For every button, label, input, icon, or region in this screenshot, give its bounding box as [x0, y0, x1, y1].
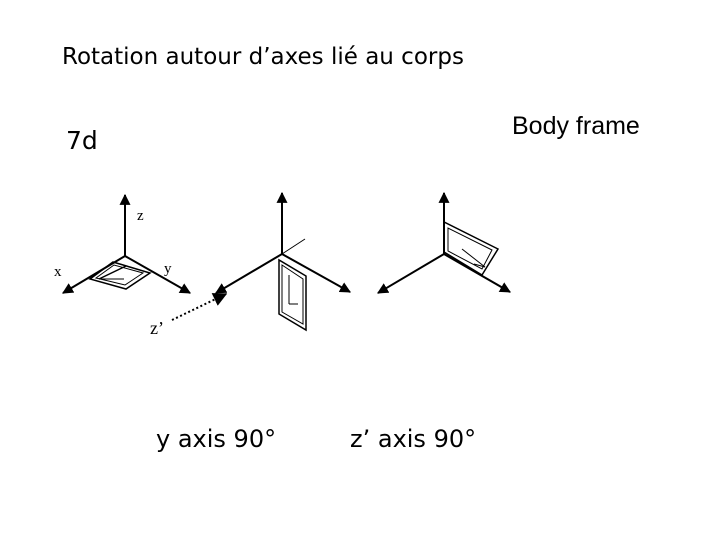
x-axis-label: x: [54, 264, 62, 280]
after-z-prime-rotation-frame: [377, 191, 511, 294]
slide-title: Rotation autour d’axes lié au corps: [62, 44, 464, 70]
z-axis-label: z: [137, 208, 144, 224]
slide-number: 7d: [66, 126, 98, 155]
body-frame-label: Body frame: [512, 112, 640, 140]
y-axis-rotation-caption: y axis 90°: [156, 425, 277, 453]
z-prime-dotted-arrow: [171, 293, 228, 321]
z-prime-rotation-caption: z’ axis 90°: [350, 425, 477, 453]
after-y-rotation-frame: [215, 191, 351, 332]
body-plate: [88, 261, 152, 290]
rotated-body-plate-2: [443, 220, 500, 277]
rotated-body-plate: [278, 258, 307, 332]
x-axis-arrow: [62, 255, 126, 294]
y-axis-arrow: [124, 255, 191, 294]
z-prime-label: z’: [150, 318, 164, 338]
initial-body-frame: z x y z’: [54, 193, 228, 338]
y-axis-label: y: [164, 261, 172, 277]
